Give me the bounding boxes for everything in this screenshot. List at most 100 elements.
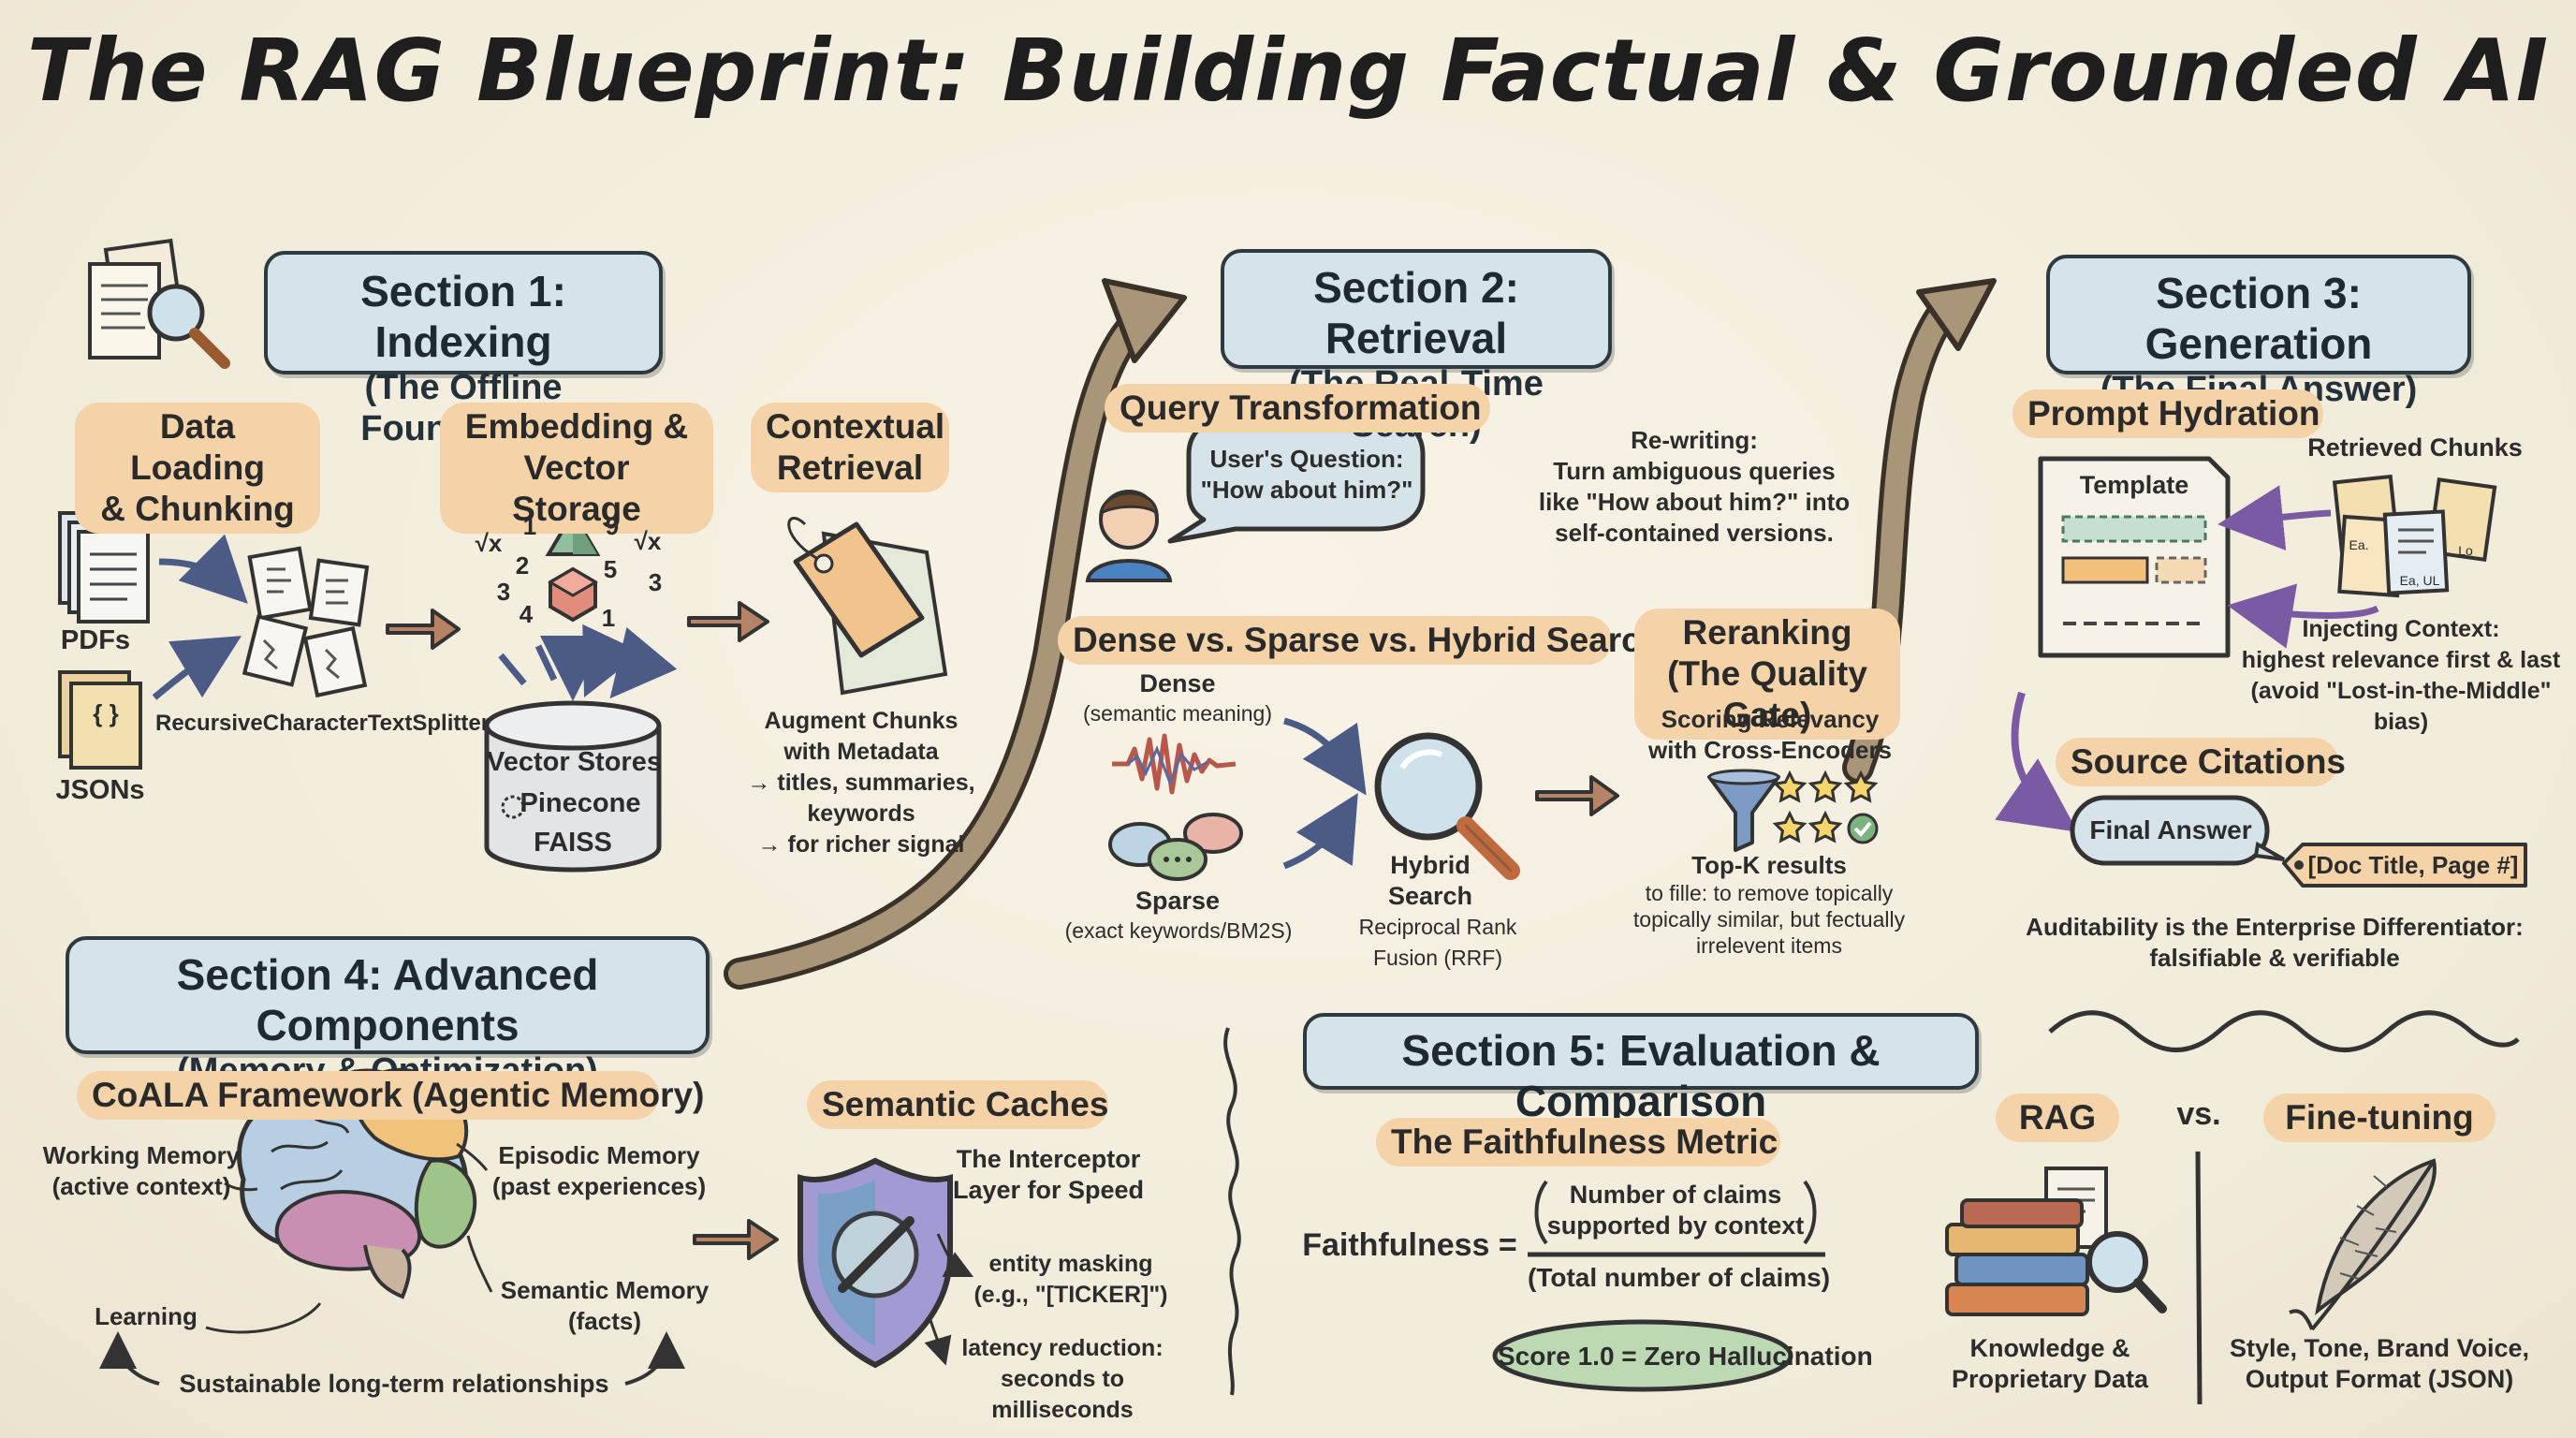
feather-icon xyxy=(2289,1158,2437,1331)
user-avatar-icon xyxy=(1085,490,1173,582)
label-coala: CoALA Framework (Agentic Memory) xyxy=(77,1071,704,1120)
doc-citation-tag: [Doc Title, Page #] xyxy=(2307,851,2519,879)
episodic-memory-text: Episodic Memory (past experiences) xyxy=(491,1141,707,1200)
final-answer-bubble xyxy=(2070,795,2285,866)
check-icon xyxy=(1847,813,1879,844)
embed-digit-1b: 1 xyxy=(601,604,616,632)
arrow-chunks-to-template xyxy=(2217,485,2332,550)
label-faithfulness-metric: The Faithfulness Metric xyxy=(1376,1118,1780,1167)
page-title: The RAG Blueprint: Building Factual & Gr… xyxy=(26,21,2550,121)
rewrite-text: Re-writing: Turn ambiguous queries like … xyxy=(1538,426,1851,547)
section-3-title: Section 3: Generation xyxy=(2144,269,2373,368)
arrow-chunks-to-template-2 xyxy=(2227,583,2379,649)
arrow-embed-to-context xyxy=(687,601,769,642)
arrow-memory-to-cache xyxy=(693,1219,779,1260)
user-question-text: User's Question: "How about him?" xyxy=(1200,445,1413,504)
context-retrieval-desc: Augment Chunks with Metadata → titles, s… xyxy=(747,708,975,858)
rag-ft-divider xyxy=(2195,1151,2203,1405)
wavy-divider-horizontal xyxy=(2048,1010,2520,1052)
scoring-text: Scoring Relevancy with Cross-Encoders xyxy=(1647,705,1893,764)
arrow-chunks-to-embed xyxy=(386,609,461,650)
semantic-memory-text: Semantic Memory (facts) xyxy=(500,1276,710,1335)
loop-arrow-left xyxy=(99,1331,160,1386)
topk-desc: to fille: to remove topically topically … xyxy=(1632,881,1906,958)
label-rag: RAG xyxy=(1996,1093,2119,1142)
rag-desc: Knowledge & Proprietary Data xyxy=(1951,1334,2149,1393)
final-answer-text: Final Answer xyxy=(2089,815,2252,844)
arrow-template-to-answer xyxy=(1995,691,2078,832)
section-4-header: Section 4: Advanced Components (Memory &… xyxy=(66,936,710,1091)
faithfulness-lhs: Faithfulness = xyxy=(1302,1227,1517,1263)
metadata-tag-icon xyxy=(787,517,948,696)
label-embedding: Embedding & Vector Storage xyxy=(440,403,713,534)
arrow-pdf-to-chunks xyxy=(158,534,248,604)
chunk-tag-3: Lo xyxy=(2458,543,2473,558)
learning-text: Learning xyxy=(95,1302,198,1330)
loop-arrow-right xyxy=(624,1331,685,1386)
paren-left xyxy=(1534,1180,1548,1245)
section-2-header: Section 2: Retrieval (The Real-Time Sear… xyxy=(1221,249,1612,445)
embed-digit-4: 4 xyxy=(519,600,534,628)
leader-learning xyxy=(205,1302,322,1334)
retrieved-chunk-docs xyxy=(2332,474,2497,598)
vector-store-cylinder xyxy=(484,700,662,873)
latency-text: latency reduction: seconds to millisecon… xyxy=(961,1335,1164,1423)
hybrid-label: Hybrid Search xyxy=(1387,851,1473,910)
chunk-tag-1: Ea. xyxy=(2349,537,2369,552)
leader-working xyxy=(224,1181,258,1192)
interceptor-text: The Interceptor Layer for Speed xyxy=(952,1145,1145,1204)
label-source-citations: Source Citations xyxy=(2056,738,2346,786)
fraction-denominator: (Total number of claims) xyxy=(1528,1263,1831,1292)
label-prompt-hydration: Prompt Hydration xyxy=(2012,389,2323,438)
working-memory-text: Working Memory (active context) xyxy=(42,1141,241,1200)
embed-digit-3b: 3 xyxy=(648,568,663,596)
vector-store-pinecone: Pinecone xyxy=(520,788,641,818)
score-ellipse xyxy=(1492,1319,1793,1392)
label-reranking: Reranking (The Quality Gate) xyxy=(1634,609,1900,740)
rrf-label: Reciprocal Rank Fusion (RRF) xyxy=(1358,915,1517,970)
jsons-label: JSONs xyxy=(55,775,145,805)
embed-digit-3: 3 xyxy=(496,578,511,606)
doc-tag-shape xyxy=(2282,843,2527,888)
score-text: Score 1.0 = Zero Hallucination xyxy=(1498,1342,1873,1371)
section-1-title: Section 1: Indexing xyxy=(360,267,566,366)
leader-latency xyxy=(924,1319,952,1366)
chat-bubbles-icon xyxy=(1108,813,1243,881)
label-data-loading: Data Loading & Chunking xyxy=(75,403,320,534)
sparse-sub: (exact keywords/BM2S) xyxy=(1064,918,1293,943)
label-semantic-caches: Semantic Caches xyxy=(807,1080,1108,1129)
vector-stores-title: Vector Stores xyxy=(487,747,662,777)
chunks-icon xyxy=(242,546,370,698)
arrow-json-to-chunks xyxy=(152,636,242,700)
retrieved-chunks-label: Retrieved Chunks xyxy=(2307,433,2523,462)
json-file-icon xyxy=(58,670,142,770)
chunk-tag-2: Ea, UL xyxy=(2399,573,2440,588)
section-4-title: Section 4: Advanced Components xyxy=(176,950,599,1049)
entity-masking-text: entity masking (e.g., "[TICKER]") xyxy=(973,1251,1168,1308)
arrow-hybrid-to-rerank xyxy=(1535,775,1619,816)
template-document xyxy=(2038,456,2231,658)
funnel-icon xyxy=(1707,769,1780,852)
vector-store-faiss: FAISS xyxy=(534,828,612,858)
pdfs-label: PDFs xyxy=(60,625,131,655)
paren-right xyxy=(1803,1180,1817,1245)
embed-digit-1: 1 xyxy=(522,512,537,540)
flow-arrow-4-to-2 xyxy=(724,278,1187,990)
auditability-text: Auditability is the Enterprise Different… xyxy=(2026,913,2524,972)
sustain-text: Sustainable long-term relationships xyxy=(179,1370,609,1398)
document-search-icon xyxy=(88,238,230,369)
label-contextual-retrieval: Contextual Retrieval xyxy=(751,403,949,492)
inject-context-text: Injecting Context: highest relevance fir… xyxy=(2241,616,2561,735)
section-2-title: Section 2: Retrieval xyxy=(1313,263,1519,362)
label-query-transformation: Query Transformation xyxy=(1105,384,1490,433)
star-rating-icon xyxy=(1772,770,1879,844)
topk-label: Top-K results xyxy=(1691,851,1847,879)
embed-sqrtx-left: √x xyxy=(475,529,503,557)
label-search: Dense vs. Sparse vs. Hybrid Search xyxy=(1058,616,1661,665)
leader-episodic xyxy=(456,1142,489,1171)
section-1-header: Section 1: Indexing (The Offline Foundat… xyxy=(264,251,663,448)
arrow-dense-to-hybrid xyxy=(1283,717,1367,796)
template-label: Template xyxy=(2079,471,2189,499)
vs-label: vs. xyxy=(2176,1096,2221,1132)
